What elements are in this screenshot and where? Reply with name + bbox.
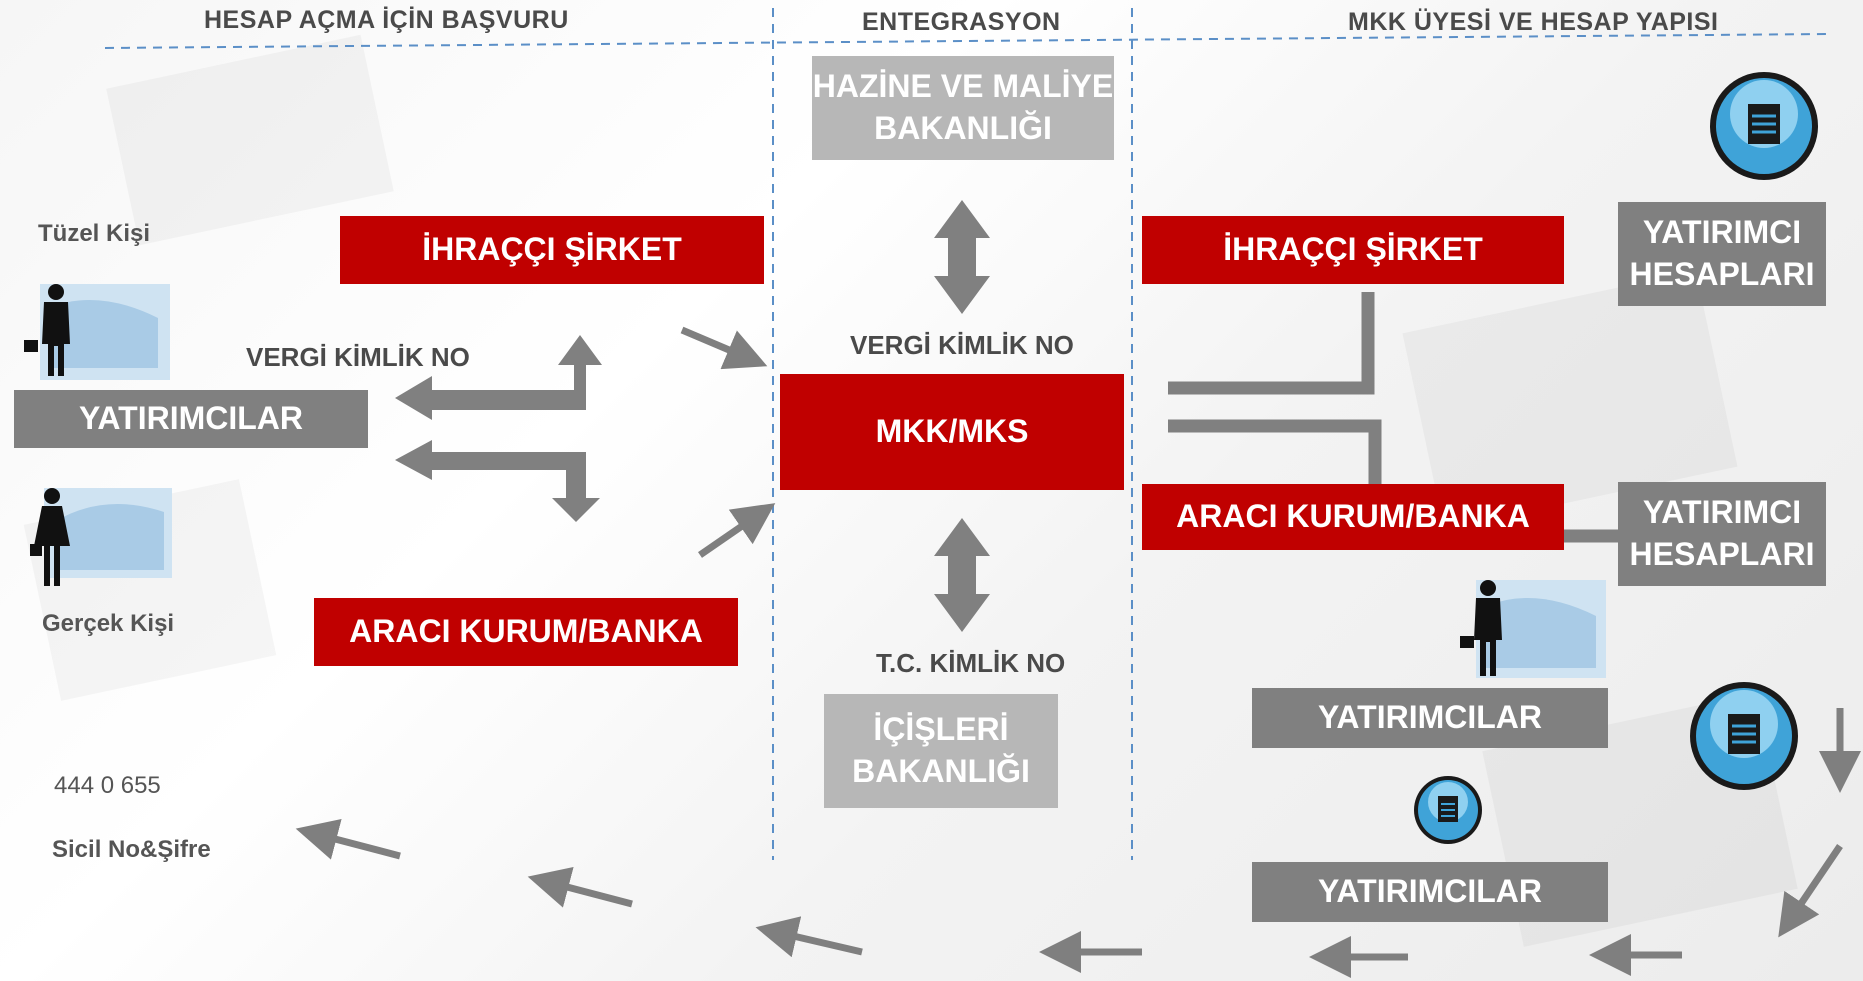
issuer-company-box-left: İHRAÇÇI ŞİRKET <box>340 216 764 284</box>
investors-box-right-2: YATIRIMCILAR <box>1252 862 1608 922</box>
document-icon <box>1414 776 1482 844</box>
mkk-to-araci-connector <box>1168 419 1382 484</box>
registry-password-label: Sicil No&Şifre <box>52 836 211 863</box>
hazine-mkk-double-arrow <box>934 200 990 314</box>
intermediary-bank-box-left: ARACI KURUM/BANKA <box>314 598 738 666</box>
investors-box-right-1: YATIRIMCILAR <box>1252 688 1608 748</box>
investors-box-left: YATIRIMCILAR <box>14 390 368 448</box>
citizen-id-label: T.C. KİMLİK NO <box>876 648 1066 678</box>
header-application: HESAP AÇMA İÇİN BAŞVURU <box>204 6 569 34</box>
person-male-icon <box>1460 580 1606 678</box>
phone-number: 444 0 655 <box>54 772 161 799</box>
left-block-arrows <box>395 335 602 522</box>
ihracci-to-mkk-arrow <box>680 326 768 370</box>
investor-accounts-box-1: YATIRIMCI HESAPLARI <box>1618 202 1826 306</box>
header-member-structure: MKK ÜYESİ VE HESAP YAPISI <box>1348 8 1719 36</box>
document-icon <box>1710 72 1818 180</box>
mkk-mks-box: MKK/MKS <box>780 374 1124 490</box>
treasury-ministry-box: HAZİNE VE MALİYE BAKANLIĞI <box>812 56 1114 160</box>
document-icon <box>1690 682 1798 790</box>
tax-id-label-center: VERGİ KİMLİK NO <box>850 330 1074 360</box>
natural-person-label: Gerçek Kişi <box>42 610 175 637</box>
person-female-icon <box>30 488 172 586</box>
araci-to-mkk-arrow <box>698 503 776 558</box>
legal-entity-label: Tüzel Kişi <box>38 220 151 247</box>
tax-id-label-left: VERGİ KİMLİK NO <box>246 342 470 372</box>
investor-accounts-box-2: YATIRIMCI HESAPLARI <box>1618 482 1826 586</box>
return-flow-arrows <box>295 708 1861 978</box>
interior-ministry-box: İÇİŞLERİ BAKANLIĞI <box>824 694 1058 808</box>
intermediary-bank-box-right: ARACI KURUM/BANKA <box>1142 484 1564 550</box>
mkk-to-ihracci-connector <box>1168 292 1375 395</box>
mkk-icisleri-double-arrow <box>934 518 990 632</box>
issuer-company-box-right: İHRAÇÇI ŞİRKET <box>1142 216 1564 284</box>
person-male-icon <box>24 284 170 380</box>
header-integration: ENTEGRASYON <box>862 8 1061 36</box>
